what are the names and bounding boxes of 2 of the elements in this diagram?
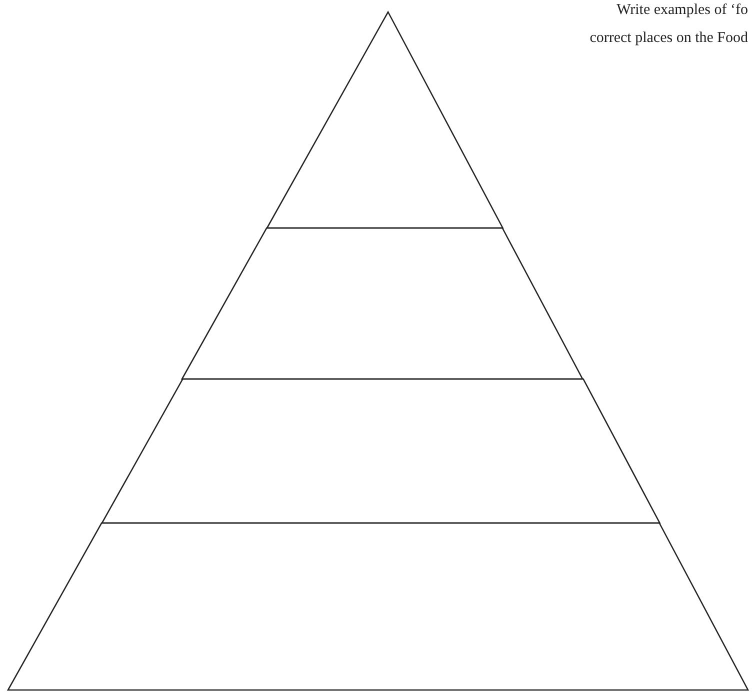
instruction-text: Write examples of ‘fo bbox=[616, 2, 748, 19]
instruction-text: correct places on the Food bbox=[590, 30, 748, 47]
